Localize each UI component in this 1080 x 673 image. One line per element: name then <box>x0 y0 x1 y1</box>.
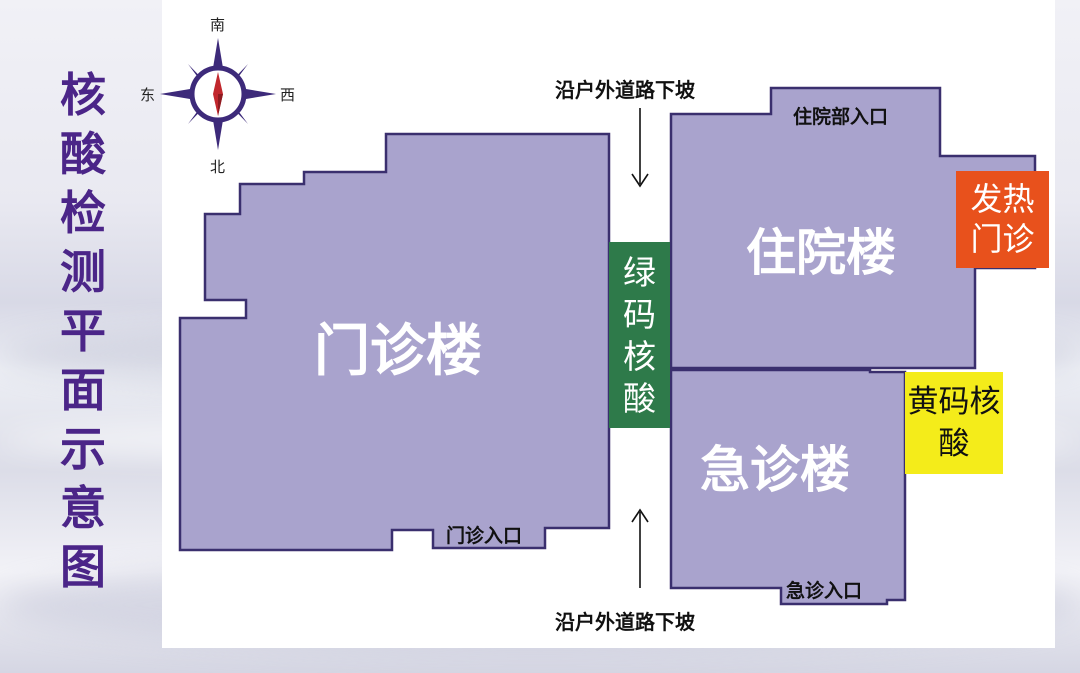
road-bottom-label: 沿户外道路下坡 <box>555 610 695 634</box>
outpatient-building-label: 门诊楼 <box>314 319 482 384</box>
outpatient-entrance-label: 门诊入口 <box>446 525 523 547</box>
inpatient-entrance-label: 住院部入口 <box>793 106 889 128</box>
compass-west-label: 西 <box>280 86 296 104</box>
inpatient-building-shape[interactable] <box>669 86 1037 370</box>
compass-south-label: 南 <box>210 16 226 34</box>
emergency-building-shape[interactable] <box>669 368 907 606</box>
outpatient-building-shape[interactable] <box>178 132 611 552</box>
arrow-up-icon <box>631 508 649 588</box>
inpatient-building-label: 住院楼 <box>746 224 896 282</box>
compass-north-label: 北 <box>210 158 226 176</box>
road-top-label: 沿户外道路下坡 <box>555 78 695 102</box>
green-code-test-zone[interactable]: 绿码核酸 <box>609 242 670 428</box>
fever-clinic-zone[interactable]: 发热门诊 <box>956 171 1049 268</box>
compass-east-label: 东 <box>140 86 156 104</box>
map-title: 核酸检测平面示意图 <box>60 68 106 594</box>
emergency-building-label: 急诊楼 <box>700 441 850 499</box>
yellow-code-test-zone[interactable]: 黄码核酸 <box>905 372 1003 474</box>
compass-icon <box>160 38 276 150</box>
emergency-entrance-label: 急诊入口 <box>786 580 863 602</box>
arrow-down-icon <box>631 108 649 188</box>
